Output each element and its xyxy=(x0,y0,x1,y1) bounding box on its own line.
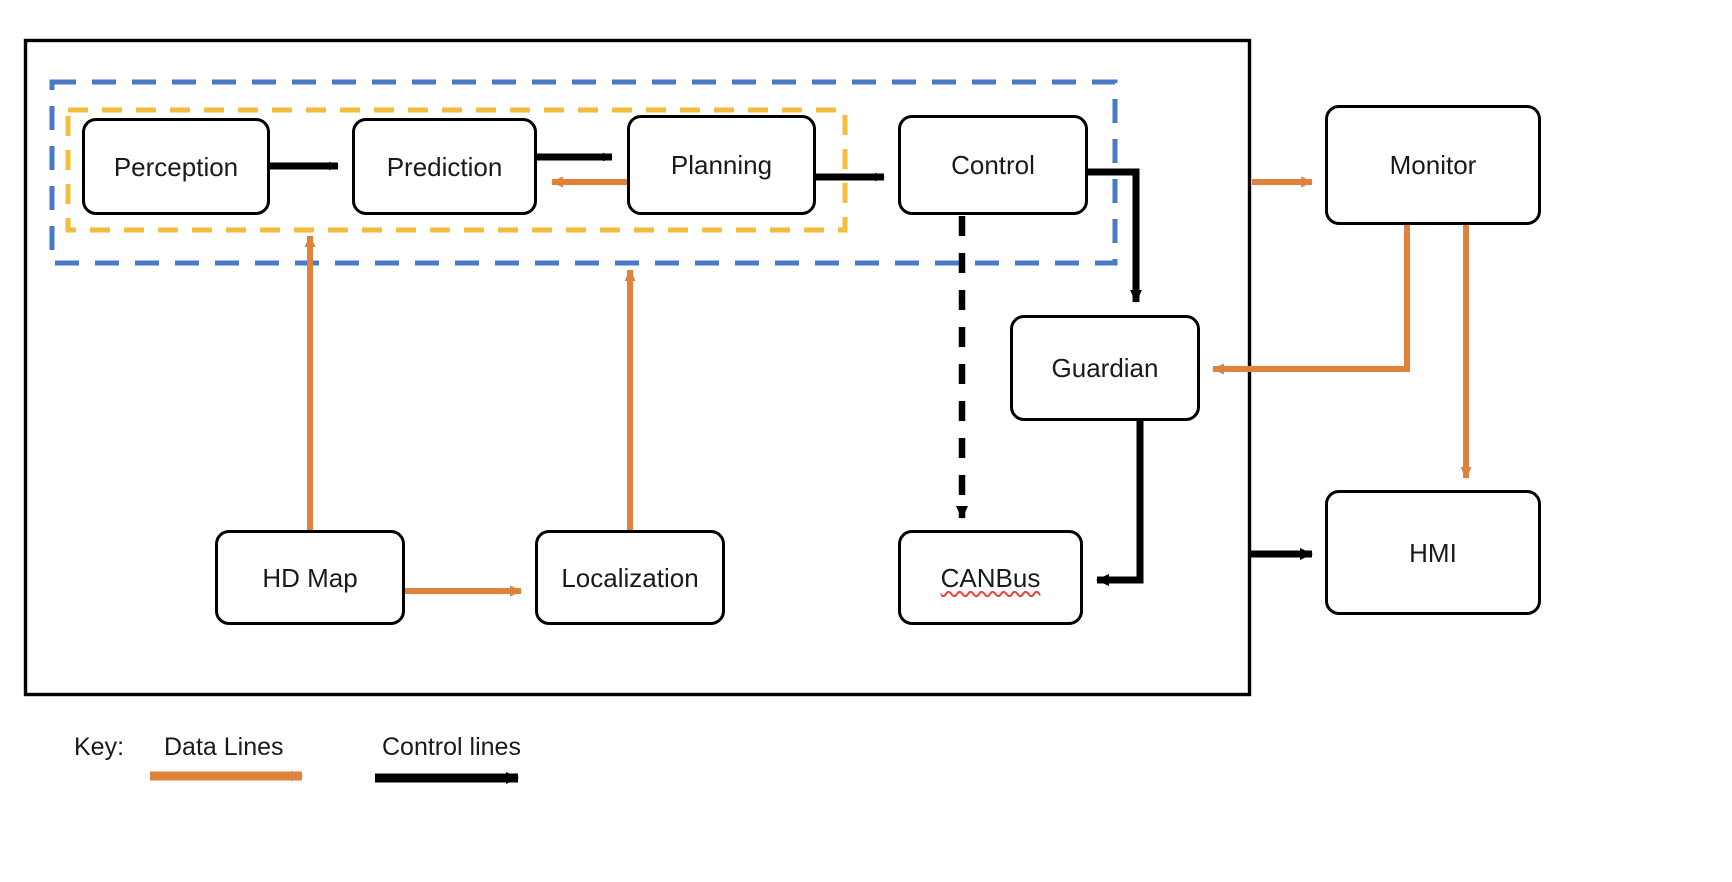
node-label: Control xyxy=(951,150,1035,180)
node-control[interactable]: Control xyxy=(898,115,1088,215)
node-label: HMI xyxy=(1409,537,1457,568)
node-label: Perception xyxy=(113,151,239,182)
node-monitor[interactable]: Monitor xyxy=(1325,105,1541,225)
node-perception[interactable]: Perception xyxy=(82,118,270,215)
node-label: HD Map xyxy=(262,562,358,593)
node-label: CANBus xyxy=(940,562,1041,593)
node-hd-map[interactable]: HD Map xyxy=(215,530,405,625)
node-guardian[interactable]: Guardian xyxy=(1010,315,1200,421)
edge-monitor-guardian xyxy=(1212,225,1410,375)
node-label: Monitor xyxy=(1389,150,1477,180)
key-label: Key: xyxy=(74,733,125,761)
node-localization[interactable]: Localization xyxy=(535,530,725,625)
blue-dashed-group xyxy=(49,79,1118,266)
node-planning[interactable]: Planning xyxy=(627,115,816,215)
edge-control-guardian xyxy=(1088,168,1142,303)
node-label: Planning xyxy=(670,150,773,180)
node-canbus[interactable]: CANBus xyxy=(898,530,1083,625)
node-label: Guardian xyxy=(1051,353,1159,383)
node-hmi[interactable]: HMI xyxy=(1325,490,1541,615)
node-prediction[interactable]: Prediction xyxy=(352,118,537,215)
yellow-dashed-group xyxy=(65,107,848,233)
edge-guardian-canbus xyxy=(1096,420,1144,586)
key-control-lines-label: Control lines xyxy=(382,733,521,761)
key-data-lines-label: Data Lines xyxy=(164,733,284,761)
node-label: Localization xyxy=(561,562,699,593)
node-label: Prediction xyxy=(386,151,503,182)
